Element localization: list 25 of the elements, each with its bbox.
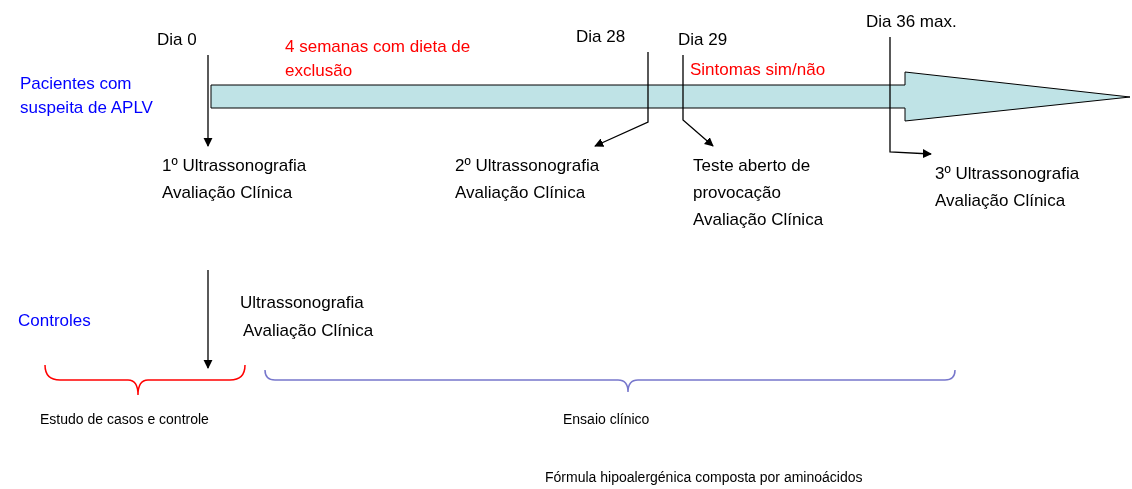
footnote: Fórmula hipoalergénica composta por aminoácidos <box>545 468 863 486</box>
arrow <box>203 54 213 147</box>
evaluation-text: Avaliação Clínica <box>693 209 825 231</box>
evaluation-text: Avaliação Clínica <box>162 182 294 204</box>
event-text: Ultrassonografia <box>240 292 364 314</box>
day-label: Dia 29 <box>678 26 728 53</box>
evaluation-text: Avaliação Clínica <box>935 190 1067 212</box>
period-label: 4 semanas com dieta de exclusão <box>285 36 472 82</box>
note-text: Sintomas sim/não <box>690 59 826 81</box>
day-label: Dia 28 <box>576 23 626 50</box>
group-label: Controles <box>18 310 91 332</box>
event-text: 3º Ultrassonografia <box>935 163 1080 185</box>
event-text: Teste aberto de provocação <box>693 155 812 204</box>
event-text: 2º Ultrassonografia <box>455 155 600 177</box>
group-label: Pacientes com suspeita de APLV <box>20 73 154 119</box>
event-text: 1º Ultrassonografia <box>162 155 307 177</box>
arrow <box>889 36 932 159</box>
day-label: Dia 0 <box>157 26 197 53</box>
phase-label: Estudo de casos e controle <box>40 410 209 428</box>
evaluation-text: Avaliação Clínica <box>243 320 374 342</box>
arrow <box>594 51 649 147</box>
arrow <box>682 54 714 147</box>
day-label: Dia 36 max. <box>866 8 957 35</box>
evaluation-text: Avaliação Clínica <box>455 182 587 204</box>
phase-label: Ensaio clínico <box>563 410 650 428</box>
